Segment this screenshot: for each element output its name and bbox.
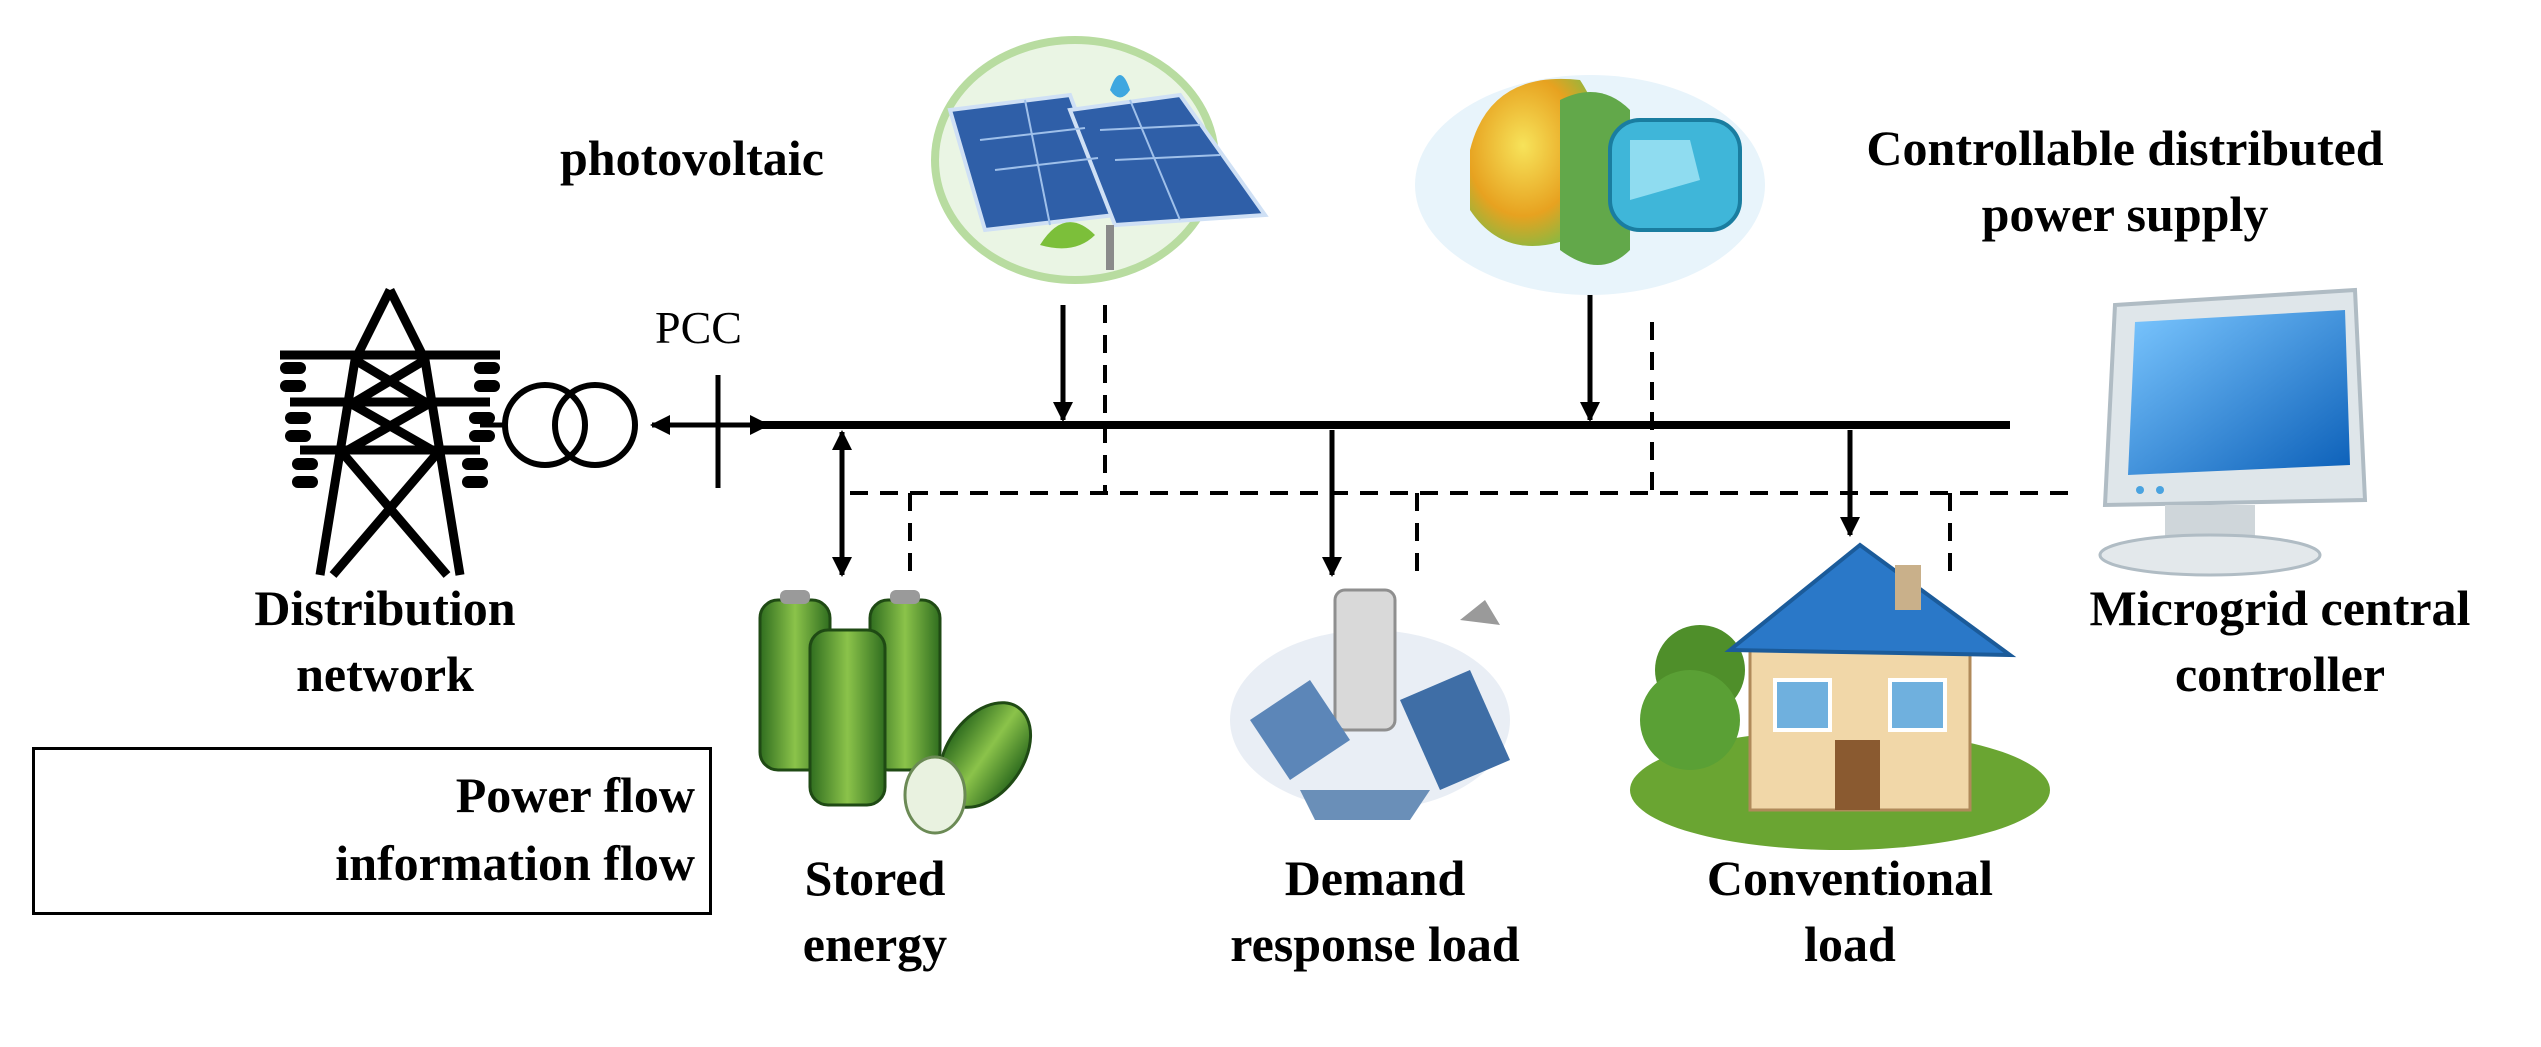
demand-label-line1: Demand bbox=[1284, 850, 1466, 906]
conventional-label-line2: load bbox=[1804, 916, 1896, 972]
stored-energy-label: Stored energy bbox=[760, 845, 990, 977]
conventional-load-label: Conventional load bbox=[1680, 845, 2020, 977]
stored-label-line1: Stored bbox=[804, 850, 946, 906]
demand-response-load-label: Demand response load bbox=[1195, 845, 1555, 977]
demand-label-line2: response load bbox=[1230, 916, 1520, 972]
controllable-label-line2: power supply bbox=[1981, 186, 2269, 242]
controllable-label-line1: Controllable distributed bbox=[1866, 120, 2384, 176]
legend-information-flow-label: information flow bbox=[335, 835, 695, 891]
controllable-power-supply-label: Controllable distributed power supply bbox=[1820, 115, 2430, 247]
battery-icon bbox=[758, 590, 1033, 835]
appliances-icon bbox=[1230, 588, 1510, 820]
house-icon bbox=[1630, 542, 2050, 850]
transformer-icon bbox=[502, 382, 638, 468]
distribution-label-line1: Distribution bbox=[254, 580, 516, 636]
stored-label-line2: energy bbox=[802, 916, 948, 972]
turbine-icon bbox=[1415, 75, 1765, 295]
photovoltaic-panel-icon bbox=[931, 36, 1269, 284]
transmission-tower-icon bbox=[280, 287, 500, 578]
legend-power-flow-label: Power flow bbox=[455, 767, 695, 823]
controller-label-line1: Microgrid central bbox=[2089, 580, 2471, 636]
monitor-icon bbox=[2098, 287, 2368, 577]
controller-label-line2: controller bbox=[2174, 646, 2386, 702]
photovoltaic-label: photovoltaic bbox=[560, 130, 824, 186]
controller-label: Microgrid central controller bbox=[2045, 575, 2515, 707]
legend bbox=[32, 747, 712, 915]
distribution-network-label: Distribution network bbox=[225, 575, 545, 707]
distribution-label-line2: network bbox=[296, 646, 474, 702]
pcc-label: PCC bbox=[655, 302, 742, 353]
conventional-label-line1: Conventional bbox=[1706, 850, 1994, 906]
information-bus bbox=[850, 305, 2080, 580]
